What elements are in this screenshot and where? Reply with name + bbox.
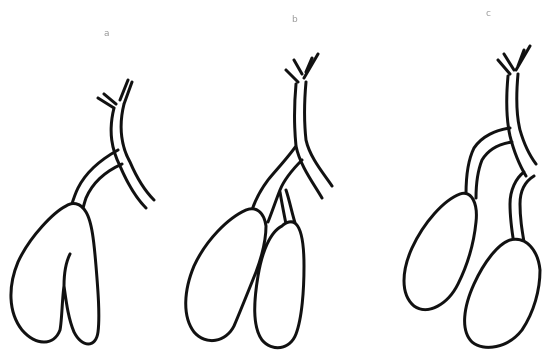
panel-b-bile-duct bbox=[286, 54, 332, 198]
panel-a: a bbox=[11, 29, 154, 344]
panel-c-cystic-duct-upper bbox=[466, 128, 512, 198]
panel-c: c bbox=[404, 9, 540, 347]
panel-c-label: c bbox=[486, 9, 491, 19]
panel-a-gallbladder bbox=[11, 204, 99, 344]
panel-a-bile-duct bbox=[98, 80, 154, 208]
panel-a-label: a bbox=[104, 29, 110, 39]
panel-c-bile-duct bbox=[498, 46, 536, 176]
panel-c-gallbladder-upper bbox=[404, 193, 476, 309]
panel-b-gallbladder-left bbox=[186, 209, 266, 341]
panel-b-label: b bbox=[292, 15, 298, 25]
panel-c-cystic-duct-lower bbox=[510, 172, 534, 244]
panel-b: b bbox=[186, 15, 332, 348]
panel-c-gallbladder-lower bbox=[465, 239, 540, 347]
